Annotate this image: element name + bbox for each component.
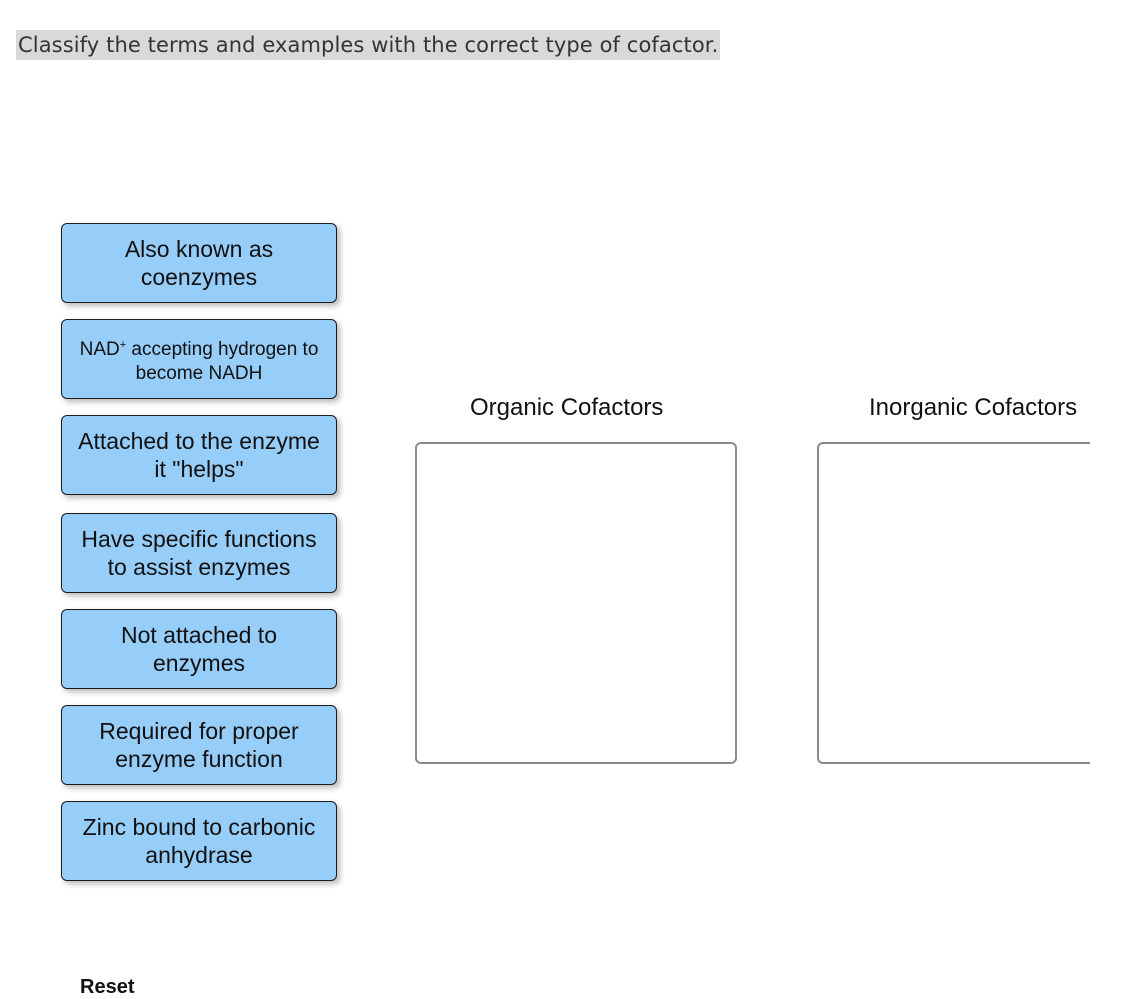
tile-label: Attached to the enzyme it "helps": [78, 428, 320, 482]
tile-label: Zinc bound to carbonic anhydrase: [82, 814, 316, 868]
inorganic-cofactors-title: Inorganic Cofactors: [869, 394, 1078, 421]
organic-cofactors-title: Organic Cofactors: [470, 394, 664, 421]
instruction-text: Classify the terms and examples with the…: [16, 30, 721, 60]
reset-button[interactable]: Reset: [80, 976, 135, 998]
tile-attached-to-enzyme[interactable]: Attached to the enzyme it "helps": [61, 415, 337, 495]
inorganic-cofactors-dropzone[interactable]: [817, 442, 1107, 764]
tile-nad-accepting-hydrogen[interactable]: NAD+ accepting hydrogen to become NADH: [61, 319, 337, 399]
tile-have-specific-functions[interactable]: Have specific functions to assist enzyme…: [61, 513, 337, 593]
tile-label: NAD+ accepting hydrogen to become NADH: [79, 338, 319, 384]
tile-label: Also known as coenzymes: [124, 236, 274, 290]
tile-zinc-bound-carbonic-anhydrase[interactable]: Zinc bound to carbonic anhydrase: [61, 801, 337, 881]
tile-not-attached-to-enzymes[interactable]: Not attached to enzymes: [61, 609, 337, 689]
tile-required-for-proper-function[interactable]: Required for proper enzyme function: [61, 705, 337, 785]
tile-label: Have specific functions to assist enzyme…: [81, 526, 317, 580]
organic-cofactors-dropzone[interactable]: [415, 442, 737, 764]
tile-label: Not attached to enzymes: [121, 622, 277, 676]
page-edge-mask: [1090, 0, 1130, 998]
tile-label: Required for proper enzyme function: [99, 718, 299, 772]
tile-also-known-as-coenzymes[interactable]: Also known as coenzymes: [61, 223, 337, 303]
